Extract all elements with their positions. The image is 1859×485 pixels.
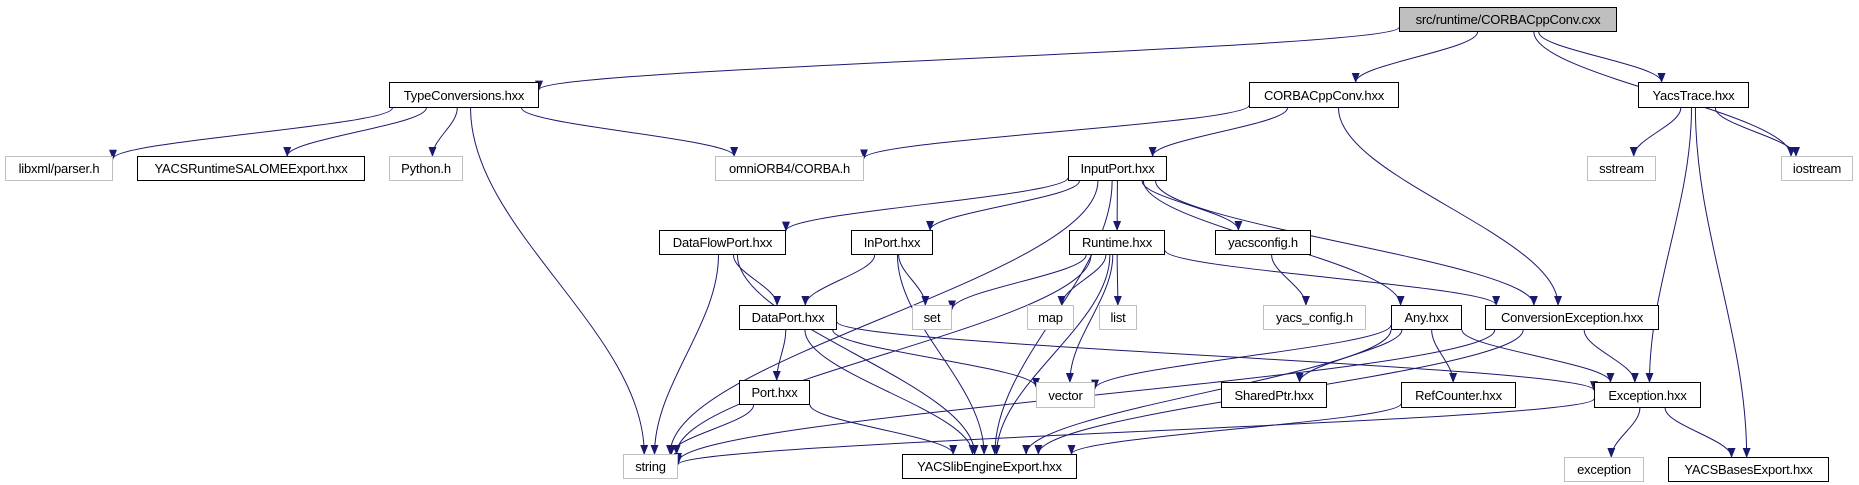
edge-port-to-yacslibengine bbox=[809, 404, 958, 455]
node-exception-hxx[interactable]: Exception.hxx bbox=[1594, 382, 1701, 408]
edge-yacstrace-to-yacsbases bbox=[1694, 107, 1751, 458]
node-dataflowport[interactable]: DataFlowPort.hxx bbox=[659, 230, 786, 255]
node-root: src/runtime/CORBACppConv.cxx bbox=[1399, 7, 1617, 32]
edge-any-to-vector bbox=[1091, 324, 1392, 390]
node-iostream: iostream bbox=[1781, 156, 1853, 181]
edge-typeconv-to-libxml bbox=[109, 107, 393, 160]
node-conversionexception[interactable]: ConversionException.hxx bbox=[1485, 305, 1659, 330]
node-corbacppconv-hxx[interactable]: CORBACppConv.hxx bbox=[1249, 82, 1399, 108]
edge-runtime-to-map bbox=[1057, 254, 1107, 306]
edge-typeconv-to-yacsruntimesalome bbox=[283, 107, 427, 157]
edge-typeconv-to-string bbox=[470, 107, 649, 455]
node-vector: vector bbox=[1036, 382, 1095, 408]
node-set: set bbox=[912, 305, 952, 330]
node-port[interactable]: Port.hxx bbox=[739, 380, 810, 405]
edge-any-to-refcounter bbox=[1431, 329, 1458, 383]
node-python-h: Python.h bbox=[389, 156, 463, 181]
node-dataport[interactable]: DataPort.hxx bbox=[739, 305, 837, 330]
node-map: map bbox=[1027, 305, 1074, 330]
edge-runtime-to-list bbox=[1113, 254, 1122, 306]
edge-exception_h-to-exception bbox=[1607, 407, 1641, 458]
edge-any-to-exception_h bbox=[1461, 329, 1615, 383]
node-libxml-parser: libxml/parser.h bbox=[5, 156, 113, 181]
edge-runtime-to-convexc bbox=[1164, 249, 1501, 306]
node-sharedptr[interactable]: SharedPtr.hxx bbox=[1221, 382, 1327, 408]
node-list: list bbox=[1099, 305, 1137, 330]
node-sstream: sstream bbox=[1587, 156, 1656, 181]
edge-port-to-string bbox=[667, 404, 755, 455]
edge-runtime-to-set bbox=[948, 254, 1087, 311]
edge-dataport-to-port bbox=[772, 329, 787, 381]
edge-corbacppconv_h-to-convexc bbox=[1337, 107, 1563, 306]
edge-dataport-to-yacslibengine bbox=[804, 329, 977, 455]
edge-inport-to-set bbox=[898, 254, 930, 306]
node-refcounter[interactable]: RefCounter.hxx bbox=[1401, 382, 1516, 408]
edge-dataport-to-exception_h bbox=[836, 321, 1598, 392]
edge-inputport-to-dataflowport bbox=[782, 177, 1069, 232]
edge-typeconv-to-python bbox=[428, 107, 458, 157]
edge-dataflowport-to-yacslibengine bbox=[736, 254, 979, 455]
edge-yacsconfig-to-yacs_config bbox=[1271, 254, 1310, 306]
edge-inputport-to-string bbox=[666, 180, 1099, 455]
node-exception: exception bbox=[1564, 457, 1644, 482]
edge-yacstrace-to-exception_h bbox=[1645, 107, 1693, 383]
edge-runtime-to-vector bbox=[1065, 254, 1114, 383]
edge-exception_h-to-string bbox=[674, 398, 1595, 466]
node-yacsruntimesalomeexport[interactable]: YACSRuntimeSALOMEExport.hxx bbox=[137, 156, 365, 181]
edge-runtime-to-string bbox=[672, 254, 1092, 455]
node-yacstrace[interactable]: YacsTrace.hxx bbox=[1638, 82, 1749, 108]
node-yacsconfig[interactable]: yacsconfig.h bbox=[1215, 230, 1311, 255]
edge-corbacppconv_h-to-omniorb bbox=[860, 104, 1250, 160]
node-omniorb-corba: omniORB4/CORBA.h bbox=[715, 156, 864, 181]
edge-root-to-corbacppconv_h bbox=[1351, 31, 1479, 83]
node-inport[interactable]: InPort.hxx bbox=[851, 230, 933, 255]
node-typeconversions[interactable]: TypeConversions.hxx bbox=[389, 82, 539, 108]
edge-dataflowport-to-string bbox=[650, 254, 719, 455]
edge-typeconv-to-omniorb bbox=[521, 107, 739, 157]
edge-convexc-to-exception_h bbox=[1583, 329, 1639, 383]
node-yacsbasesexport[interactable]: YACSBasesExport.hxx bbox=[1668, 457, 1829, 482]
edge-root-to-yacstrace bbox=[1538, 31, 1666, 83]
edge-yacstrace-to-iostream bbox=[1714, 107, 1800, 157]
node-string: string bbox=[623, 454, 678, 479]
node-any[interactable]: Any.hxx bbox=[1391, 305, 1462, 330]
edge-yacstrace-to-sstream bbox=[1629, 107, 1682, 157]
node-yacs-config: yacs_config.h bbox=[1263, 305, 1366, 330]
edge-exception_h-to-yacsbases bbox=[1664, 407, 1736, 458]
node-yacslibengineexport[interactable]: YACSlibEngineExport.hxx bbox=[902, 454, 1077, 479]
edge-corbacppconv_h-to-inputport bbox=[1148, 107, 1288, 157]
edge-inputport-to-convexc bbox=[1155, 180, 1538, 306]
node-runtime[interactable]: Runtime.hxx bbox=[1069, 230, 1165, 255]
node-inputport[interactable]: InputPort.hxx bbox=[1068, 156, 1167, 181]
edge-inputport-to-inport bbox=[926, 180, 1080, 231]
edge-refcounter-to-yacslibengine bbox=[1067, 403, 1402, 455]
edge-inport-to-yacslibengine bbox=[896, 254, 989, 455]
edge-dataport-to-vector bbox=[832, 329, 1040, 388]
edge-inport-to-dataport bbox=[801, 254, 876, 306]
edge-dataflowport-to-dataport bbox=[732, 254, 782, 306]
edge-inputport-to-yacsconfig bbox=[1141, 180, 1243, 231]
edge-runtime-to-yacslibengine bbox=[992, 254, 1111, 455]
edge-root-to-typeconv bbox=[535, 26, 1400, 91]
